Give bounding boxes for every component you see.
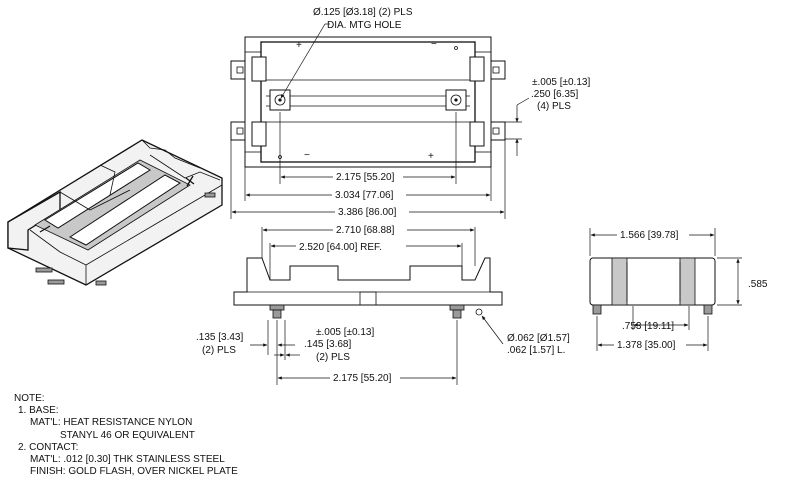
tab-count-label: (4) PLS (537, 101, 571, 112)
end-width-dim: 1.566 [39.78] (620, 230, 679, 241)
svg-text:+: + (296, 40, 302, 51)
pin-tolerance-label: ±.005 [±0.13] (316, 327, 374, 338)
tab-tolerance-label: ±.005 [±0.13] (532, 77, 590, 88)
svg-text:−: − (304, 150, 310, 161)
pin-offset-count: (2) PLS (202, 345, 236, 356)
mtg-hole-label: DIA. MTG HOLE (327, 20, 402, 31)
hole-spacing-dim: 2.175 [55.20] (336, 172, 395, 183)
pin-length-count: (2) PLS (316, 352, 350, 363)
inner-length-dim: 3.034 [77.06] (335, 190, 394, 201)
top-minus-lower: − (304, 150, 310, 161)
mtg-hole-dia-label: Ø.125 [Ø3.18] (2) PLS (313, 7, 413, 18)
pin-length-dim: .145 [3.68] (304, 339, 351, 350)
note-contact-material: MAT'L: .012 [0.30] THK STAINLESS STEEL (30, 454, 225, 466)
height-dim: .585 (748, 279, 768, 290)
tab-width-label: .250 [6.35] (531, 89, 578, 100)
note-contact-finish: FINISH: GOLD FLASH, OVER NICKEL PLATE (30, 466, 238, 478)
overall-length-dim: 3.386 [86.00] (338, 207, 397, 218)
svg-text:+: + (428, 151, 434, 162)
end-base-dim: 1.378 [35.00] (617, 340, 676, 351)
notes-heading: NOTE: (14, 393, 45, 404)
side-ref-dim: 2.520 [64.00] REF. (299, 242, 382, 253)
pin-dia-label: Ø.062 [Ø1.57] (507, 333, 570, 344)
pin-offset-dim: .135 [3.43] (196, 332, 243, 343)
end-view: 1.566 [39.78] .585 .753 [19.11] 1.378 [3… (589, 228, 768, 351)
note-contact-title: 2. CONTACT: (18, 441, 79, 453)
pin-pitch-dim: .753 [19.11] (622, 321, 674, 332)
notes-block: NOTE: 1. BASE: MAT'L: HEAT RESISTANCE NY… (14, 393, 254, 478)
iso-plus-sign (185, 175, 195, 187)
isometric-view (7, 139, 223, 286)
side-outer-dim: 2.710 [68.88] (336, 225, 395, 236)
note-base-title: 1. BASE: (18, 405, 59, 417)
top-plus-upper: + (296, 40, 302, 51)
note-base-equivalent: STANYL 46 OR EQUIVALENT (60, 429, 195, 441)
top-minus-upper: − (431, 39, 437, 50)
pin-spacing-dim: 2.175 [55.20] (333, 373, 392, 384)
pin-dia-length-label: .062 [1.57] L. (507, 345, 565, 356)
svg-text:−: − (431, 39, 437, 50)
top-view: + − − + Ø.125 [Ø3.18] (2) PLS DIA. MTG H… (230, 7, 590, 219)
side-view: 2.710 [68.88] 2.520 [64.00] REF. .135 [3… (196, 223, 570, 385)
iso-minus-sign (39, 225, 51, 233)
note-base-material: MAT'L: HEAT RESISTANCE NYLON (30, 417, 193, 429)
top-plus-lower: + (428, 151, 434, 162)
